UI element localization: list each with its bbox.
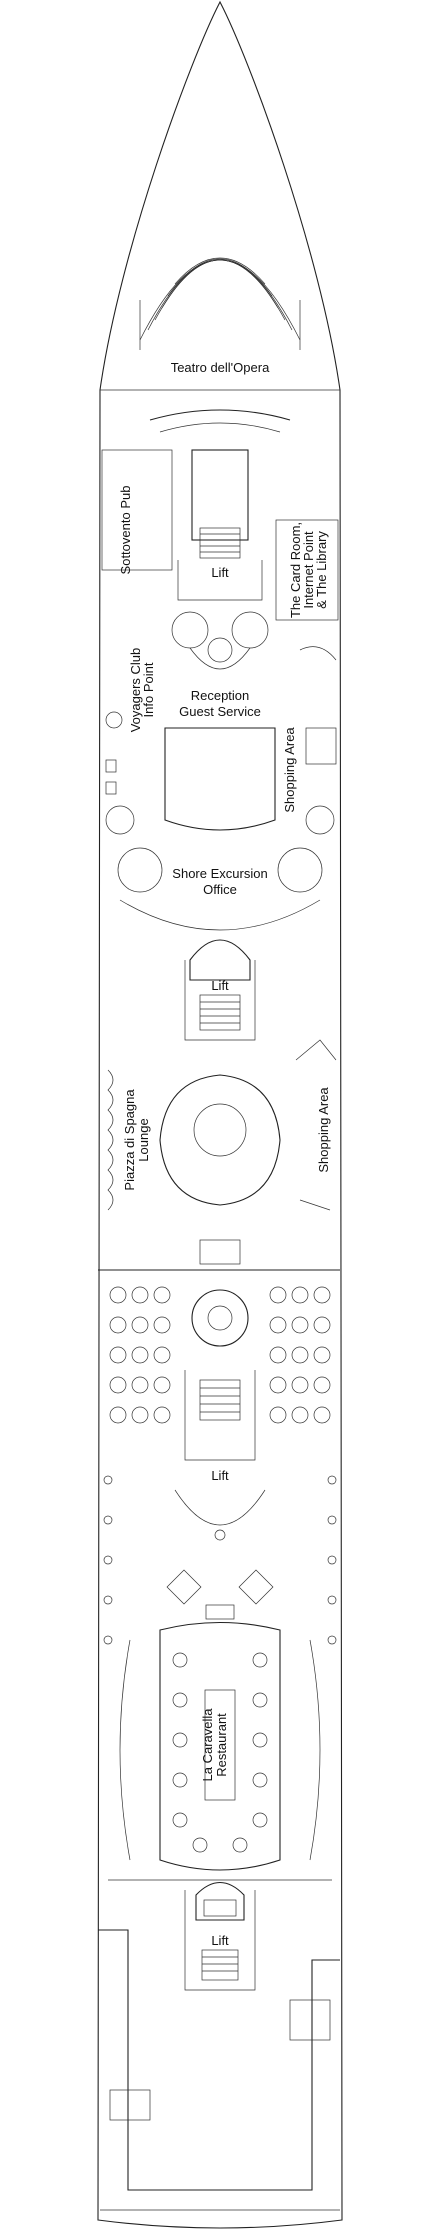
label-reception-1: Reception — [191, 688, 250, 703]
label-caravella-1: La Caravella — [200, 1708, 215, 1782]
port-windows — [103, 1475, 113, 1645]
hull-outline — [97, 0, 343, 2229]
label-voyagers-1: Voyagers Club — [128, 648, 143, 733]
label-shore-1: Shore Excursion — [172, 866, 267, 881]
restaurant-entry-fixtures — [166, 1569, 274, 1620]
aft-lift-cars — [203, 1899, 237, 1917]
piazza-center — [193, 1103, 247, 1157]
stage-front — [149, 409, 291, 421]
label-sottovento: Sottovento Pub — [118, 486, 133, 575]
label-voyagers-2: Info Point — [141, 662, 156, 717]
starboard-windows — [327, 1475, 337, 1645]
label-card-room-2: Internet Point — [301, 531, 316, 609]
reception-desk — [164, 727, 276, 831]
forward-staircase — [171, 611, 269, 670]
mid-lift-1-stairs — [199, 994, 241, 1031]
aft-storage-port — [109, 2089, 151, 2121]
dining-tables-starboard — [269, 1286, 331, 1424]
center-round-table — [191, 1289, 249, 1347]
label-card-room-1: The Card Room, — [288, 522, 303, 618]
restaurant-side-arc-starboard — [309, 1639, 321, 1861]
forward-lift-stairs — [199, 527, 241, 559]
aft-lift-stairs — [201, 1949, 239, 1981]
label-piazza-1: Piazza di Spagna — [122, 1089, 137, 1191]
sottovento-pub-area — [101, 449, 173, 571]
label-card-room-3: & The Library — [314, 531, 329, 609]
shopping-2-walls — [295, 1039, 337, 1211]
label-piazza-2: Lounge — [136, 1118, 151, 1161]
mid-lift-1-dome — [189, 939, 251, 981]
mid-lift-2-stairs — [199, 1379, 241, 1421]
side-fixtures-starboard — [299, 646, 337, 835]
piazza-bar — [159, 1074, 281, 1206]
staircase-port — [117, 847, 163, 893]
dining-tables-port — [109, 1286, 171, 1424]
restaurant-tables — [172, 1652, 268, 1853]
mid-lift-1-surround — [184, 960, 256, 1041]
label-shopping-2: Shopping Area — [316, 1087, 331, 1173]
restaurant-outline — [159, 1621, 281, 1871]
center-round-table-inner — [207, 1305, 233, 1331]
label-reception-2: Guest Service — [179, 704, 261, 719]
atrium-curve — [119, 899, 321, 931]
aft-lift-surround — [184, 1890, 256, 1991]
staircase-starboard — [277, 847, 323, 893]
side-fixtures-port — [105, 711, 135, 835]
atrium-dot — [214, 1529, 226, 1541]
label-lift-2: Lift — [211, 978, 229, 993]
label-shopping-1: Shopping Area — [282, 727, 297, 813]
label-caravella-2: Restaurant — [214, 1713, 229, 1777]
label-shore-2: Office — [203, 882, 237, 897]
label-lift-3: Lift — [211, 1468, 229, 1483]
stage-front-2 — [159, 422, 281, 433]
restaurant-side-arc-port — [119, 1639, 131, 1861]
aft-service-area — [98, 1929, 340, 2191]
theatre-seating — [139, 257, 301, 350]
forward-lift-shaft — [191, 449, 249, 541]
mid-lift-2-surround — [184, 1370, 256, 1461]
card-room-area — [275, 519, 339, 621]
label-lift-4: Lift — [211, 1933, 229, 1948]
aft-lift-dome — [195, 1881, 245, 1921]
label-teatro: Teatro dell'Opera — [171, 360, 270, 375]
restaurant-center-buffet — [204, 1689, 236, 1801]
label-lift-1: Lift — [211, 565, 229, 580]
forward-lift-surround — [177, 560, 263, 601]
atrium-arch — [174, 1489, 266, 1526]
aft-storage-starboard — [289, 1999, 331, 2041]
center-kiosk — [199, 1239, 241, 1265]
piazza-wave-port — [107, 1069, 114, 1211]
